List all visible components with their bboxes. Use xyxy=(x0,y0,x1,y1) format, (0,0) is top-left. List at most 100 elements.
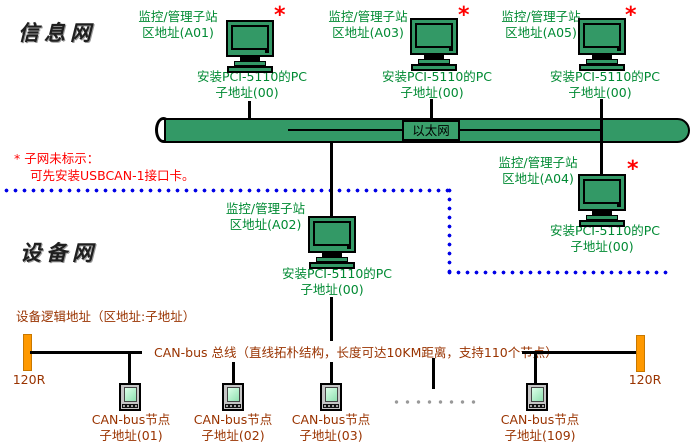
station-a05-a04-ethernet-connector xyxy=(600,99,603,175)
subnet-note-line2: 可先安装USBCAN-1接口卡。 xyxy=(30,168,195,183)
station-a03-caption: 安装PCI-5110的PC 子地址(00) xyxy=(382,69,493,101)
station-a05-caption-line1: 安装PCI-5110的PC xyxy=(550,69,661,84)
monitor-screen xyxy=(583,23,621,48)
station-a02-caption-line1: 安装PCI-5110的PC xyxy=(282,266,393,281)
can-device-screen xyxy=(324,387,338,402)
station-a03-title: 监控/管理子站 区地址(A03) xyxy=(318,9,418,41)
monitor-body xyxy=(578,174,626,211)
canbus-line-left-segment xyxy=(30,351,142,354)
monitor-base xyxy=(411,64,457,71)
station-a03-caption-line2: 子地址(00) xyxy=(400,85,464,100)
can-node-109-label-line1: CAN-bus节点 xyxy=(500,412,580,427)
right-terminator-resistor xyxy=(636,335,645,372)
can-node-01-label-line2: 子地址(01) xyxy=(99,428,163,443)
station-a01-subnet-asterisk: * xyxy=(274,3,286,28)
monitor-body xyxy=(410,18,458,55)
can-node-03-drop-line xyxy=(330,362,333,385)
can-node-01-label: CAN-bus节点 子地址(01) xyxy=(86,412,176,444)
station-a04-title-line1: 监控/管理子站 xyxy=(498,155,578,170)
monitor-base xyxy=(227,66,273,73)
can-device-buttons xyxy=(529,404,545,408)
can-device-buttons xyxy=(323,404,339,408)
zone-separator-dotted-line-bottom xyxy=(447,270,672,275)
monitor-screen xyxy=(231,25,269,50)
station-a04-caption-line2: 子地址(00) xyxy=(570,239,634,254)
monitor-base xyxy=(579,64,625,71)
monitor-power-led xyxy=(347,246,351,249)
station-a03-subnet-asterisk: * xyxy=(458,3,470,28)
monitor-power-led xyxy=(265,50,269,53)
station-a01-title-line1: 监控/管理子站 xyxy=(138,9,218,24)
monitor-body xyxy=(578,18,626,55)
station-a02-title: 监控/管理子站 区地址(A02) xyxy=(218,201,313,233)
left-terminator-label: 120R xyxy=(12,372,46,387)
monitor-screen xyxy=(415,23,453,48)
monitor-pedestal xyxy=(586,59,618,64)
ethernet-label: 以太网 xyxy=(402,120,460,141)
station-a03-ethernet-connector xyxy=(430,99,433,122)
monitor-pedestal xyxy=(234,61,266,66)
station-a01-caption-line1: 安装PCI-5110的PC xyxy=(197,69,308,84)
can-node-02-device-icon xyxy=(222,383,244,411)
station-a04-caption-line1: 安装PCI-5110的PC xyxy=(550,223,661,238)
can-node-01-device-icon xyxy=(119,383,141,411)
station-a05-caption: 安装PCI-5110的PC 子地址(00) xyxy=(550,69,661,101)
station-a03-pc-monitor-icon xyxy=(410,18,458,71)
info-network-zone-label: 信息网 xyxy=(18,21,96,45)
subnet-note-line1: * 子网未标示： xyxy=(14,151,100,166)
canbus-description: CAN-bus 总线（直线拓朴结构，长度可达10KM距离，支持110个节点） xyxy=(154,345,558,360)
monitor-base xyxy=(579,220,625,227)
right-terminator-label: 120R xyxy=(628,372,662,387)
station-a01-title-line2: 区地址(A01) xyxy=(142,25,214,40)
monitor-body xyxy=(308,216,356,253)
can-device-screen xyxy=(226,387,240,402)
monitor-neck xyxy=(592,211,612,215)
monitor-screen xyxy=(583,179,621,204)
monitor-power-led xyxy=(617,204,621,207)
omitted-nodes-drop-line xyxy=(432,358,435,389)
station-a04-subnet-asterisk: * xyxy=(627,157,639,182)
can-node-109-device-icon xyxy=(526,383,548,411)
monitor-power-led xyxy=(617,48,621,51)
can-node-03-label-line2: 子地址(03) xyxy=(299,428,363,443)
station-a01-ethernet-connector xyxy=(248,101,251,122)
device-logical-address-label: 设备逻辑地址（区地址:子地址） xyxy=(16,309,196,324)
can-node-02-label-line2: 子地址(02) xyxy=(201,428,265,443)
can-device-screen xyxy=(123,387,137,402)
can-node-109-label: CAN-bus节点 子地址(109) xyxy=(492,412,588,444)
station-a02-pc-monitor-icon xyxy=(308,216,356,269)
can-node-03-label: CAN-bus节点 子地址(03) xyxy=(286,412,376,444)
omitted-nodes-ellipsis xyxy=(394,399,482,405)
can-node-109-drop-line xyxy=(534,351,537,384)
can-node-02-label: CAN-bus节点 子地址(02) xyxy=(188,412,278,444)
can-node-01-drop-line xyxy=(128,351,131,384)
can-device-buttons xyxy=(225,404,241,408)
station-a03-title-line1: 监控/管理子站 xyxy=(328,9,408,24)
station-a03-title-line2: 区地址(A03) xyxy=(332,25,404,40)
can-device-buttons xyxy=(122,404,138,408)
station-a05-pc-monitor-icon xyxy=(578,18,626,71)
can-node-03-label-line1: CAN-bus节点 xyxy=(291,412,371,427)
station-a01-caption-line2: 子地址(00) xyxy=(215,85,279,100)
monitor-neck xyxy=(322,253,342,257)
station-a05-title: 监控/管理子站 区地址(A05) xyxy=(491,9,591,41)
station-a04-caption: 安装PCI-5110的PC 子地址(00) xyxy=(550,223,661,255)
monitor-pedestal xyxy=(418,59,450,64)
can-node-01-label-line1: CAN-bus节点 xyxy=(91,412,171,427)
monitor-pedestal xyxy=(586,215,618,220)
can-node-02-label-line1: CAN-bus节点 xyxy=(193,412,273,427)
station-a05-caption-line2: 子地址(00) xyxy=(568,85,632,100)
monitor-power-led xyxy=(449,48,453,51)
station-a02-caption-line2: 子地址(00) xyxy=(300,282,364,297)
station-a01-caption: 安装PCI-5110的PC 子地址(00) xyxy=(197,69,308,101)
station-a05-subnet-asterisk: * xyxy=(625,3,637,28)
can-node-02-drop-line xyxy=(232,362,235,385)
station-a02-title-line1: 监控/管理子站 xyxy=(225,201,306,216)
station-a03-caption-line1: 安装PCI-5110的PC xyxy=(382,69,493,84)
device-network-zone-label: 设备网 xyxy=(20,241,98,265)
station-a04-title: 监控/管理子站 区地址(A04) xyxy=(492,155,584,187)
can-device-screen xyxy=(530,387,544,402)
station-a01-title: 监控/管理子站 区地址(A01) xyxy=(128,9,228,41)
zone-separator-dotted-line-top xyxy=(4,188,452,193)
